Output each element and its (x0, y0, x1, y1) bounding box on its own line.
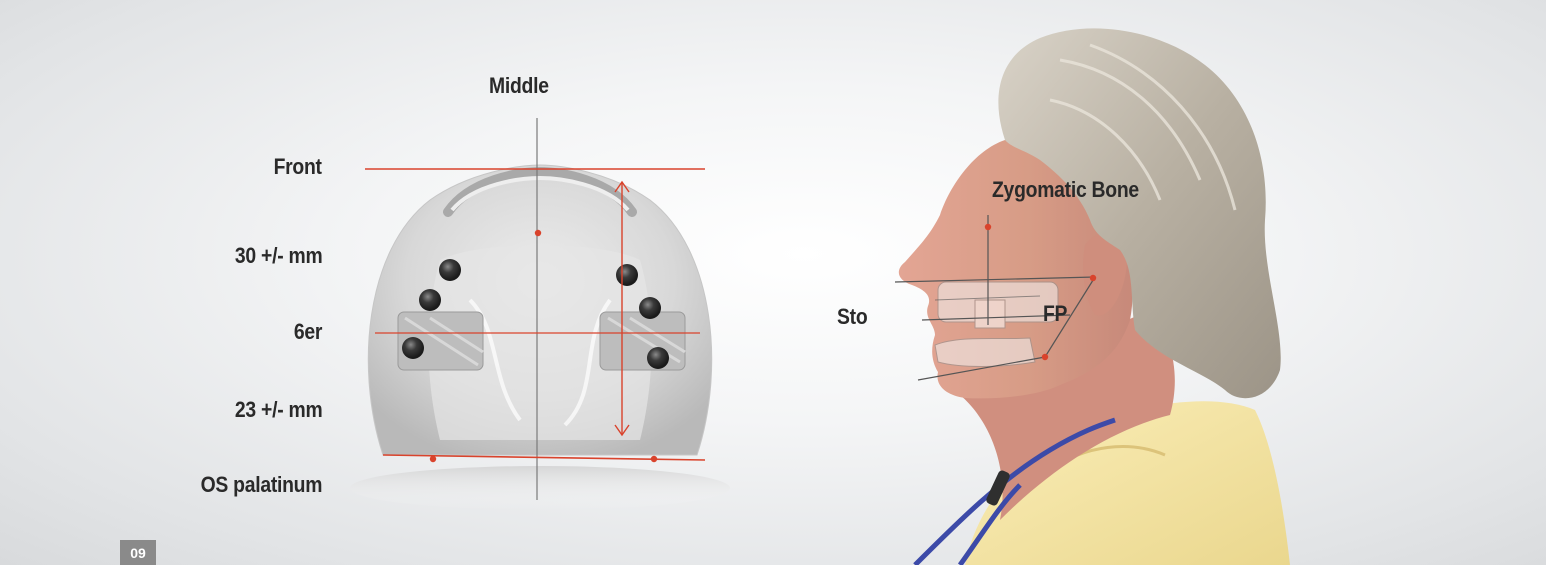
label-zygomatic-bone: Zygomatic Bone (992, 177, 1139, 203)
label-sto: Sto (837, 304, 867, 330)
label-front-distance: 30 +/- mm (235, 243, 322, 269)
implant (419, 289, 441, 311)
implant (647, 347, 669, 369)
implant (439, 259, 461, 281)
reference-dot (430, 456, 436, 462)
reference-dot (1042, 354, 1048, 360)
label-rear-distance: 23 +/- mm (235, 397, 322, 423)
dental-cast (350, 165, 730, 510)
label-front: Front (274, 154, 322, 180)
cast-shadow (350, 466, 730, 510)
label-os-palatinum: OS palatinum (200, 472, 322, 498)
reference-dot (985, 224, 991, 230)
implant (616, 264, 638, 286)
label-sixer: 6er (294, 319, 322, 345)
figure-number-badge: 09 (120, 540, 156, 565)
reference-dot (651, 456, 657, 462)
implant (639, 297, 661, 319)
reference-dot (535, 230, 541, 236)
label-middle: Middle (489, 73, 549, 99)
patient-profile (899, 28, 1290, 565)
implant (402, 337, 424, 359)
label-fp: FP (1043, 301, 1067, 327)
reference-dot (1090, 275, 1096, 281)
